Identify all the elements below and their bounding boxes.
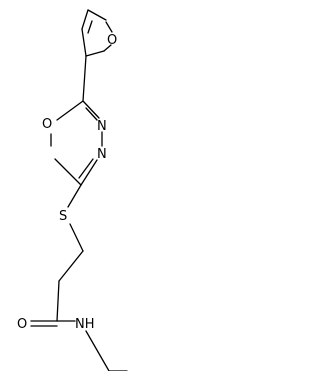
oxadiazole-oxygen-label: O bbox=[42, 117, 52, 132]
bond bbox=[85, 330, 110, 371]
bond bbox=[82, 100, 100, 119]
bond bbox=[103, 44, 112, 52]
bond bbox=[81, 28, 87, 57]
bond bbox=[58, 250, 84, 282]
bond bbox=[80, 159, 98, 186]
nitrogen-upper-label: N bbox=[97, 119, 107, 134]
furan-oxygen-label: O bbox=[107, 33, 117, 48]
bond bbox=[54, 158, 82, 186]
bond bbox=[85, 107, 98, 121]
bond bbox=[105, 21, 113, 33]
bond bbox=[87, 20, 93, 34]
bond bbox=[56, 100, 84, 121]
bond bbox=[67, 184, 82, 208]
bond bbox=[87, 9, 107, 21]
bond bbox=[85, 50, 105, 57]
sulfur-label: S bbox=[59, 209, 67, 224]
amide-nh-label: NH bbox=[75, 317, 95, 332]
bond bbox=[81, 9, 89, 30]
molecule-diagram: O O N N S O NH bbox=[17, 9, 128, 371]
bond bbox=[56, 280, 60, 322]
bond bbox=[78, 158, 94, 179]
bond bbox=[69, 223, 84, 252]
bond bbox=[82, 55, 87, 102]
structure-canvas: O O N N S O NH bbox=[0, 0, 130, 371]
carbonyl-oxygen-label: O bbox=[17, 317, 27, 332]
nitrogen-lower-label: N bbox=[97, 147, 107, 162]
